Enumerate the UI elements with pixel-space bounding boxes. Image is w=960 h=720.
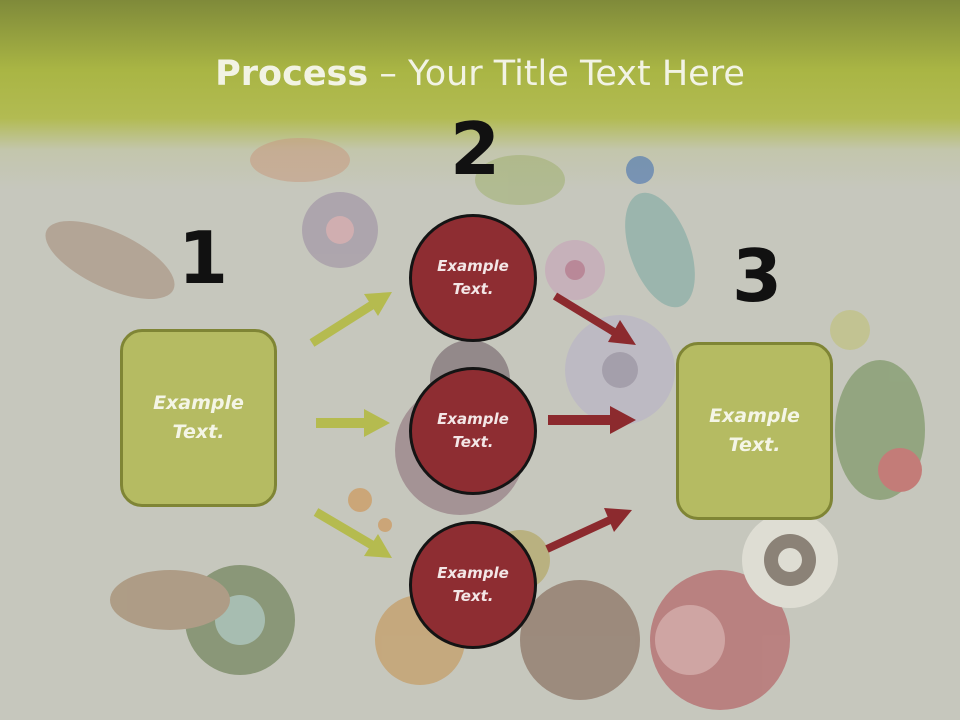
step-1-text: Example Text. <box>153 392 244 443</box>
title-bold: Process <box>215 54 369 94</box>
step-number-2: 2 <box>450 107 501 191</box>
step-3-box: Example Text. <box>676 342 833 520</box>
title-rest: – Your Title Text Here <box>368 54 745 94</box>
circle-bottom-text: Example Text. <box>437 564 509 605</box>
arrow-circle1-to-box3 <box>552 292 636 345</box>
arrow-box1-to-circle2 <box>316 409 390 437</box>
circle-middle-text: Example Text. <box>437 410 509 451</box>
step-2-circle-top: Example Text. <box>409 214 537 342</box>
arrow-box1-to-circle3 <box>313 508 392 558</box>
step-2-circle-middle: Example Text. <box>409 367 537 495</box>
step-3-text: Example Text. <box>709 405 800 456</box>
arrow-box1-to-circle1 <box>309 292 392 347</box>
arrow-circle3-to-box3 <box>545 508 632 553</box>
step-number-1: 1 <box>178 216 229 300</box>
step-1-box: Example Text. <box>120 329 277 507</box>
header-band <box>0 0 960 190</box>
circle-top-text: Example Text. <box>437 257 509 298</box>
step-2-circle-bottom: Example Text. <box>409 521 537 649</box>
slide-title: Process – Your Title Text Here <box>0 54 960 94</box>
arrow-circle2-to-box3 <box>548 406 636 434</box>
step-number-3: 3 <box>732 234 783 318</box>
